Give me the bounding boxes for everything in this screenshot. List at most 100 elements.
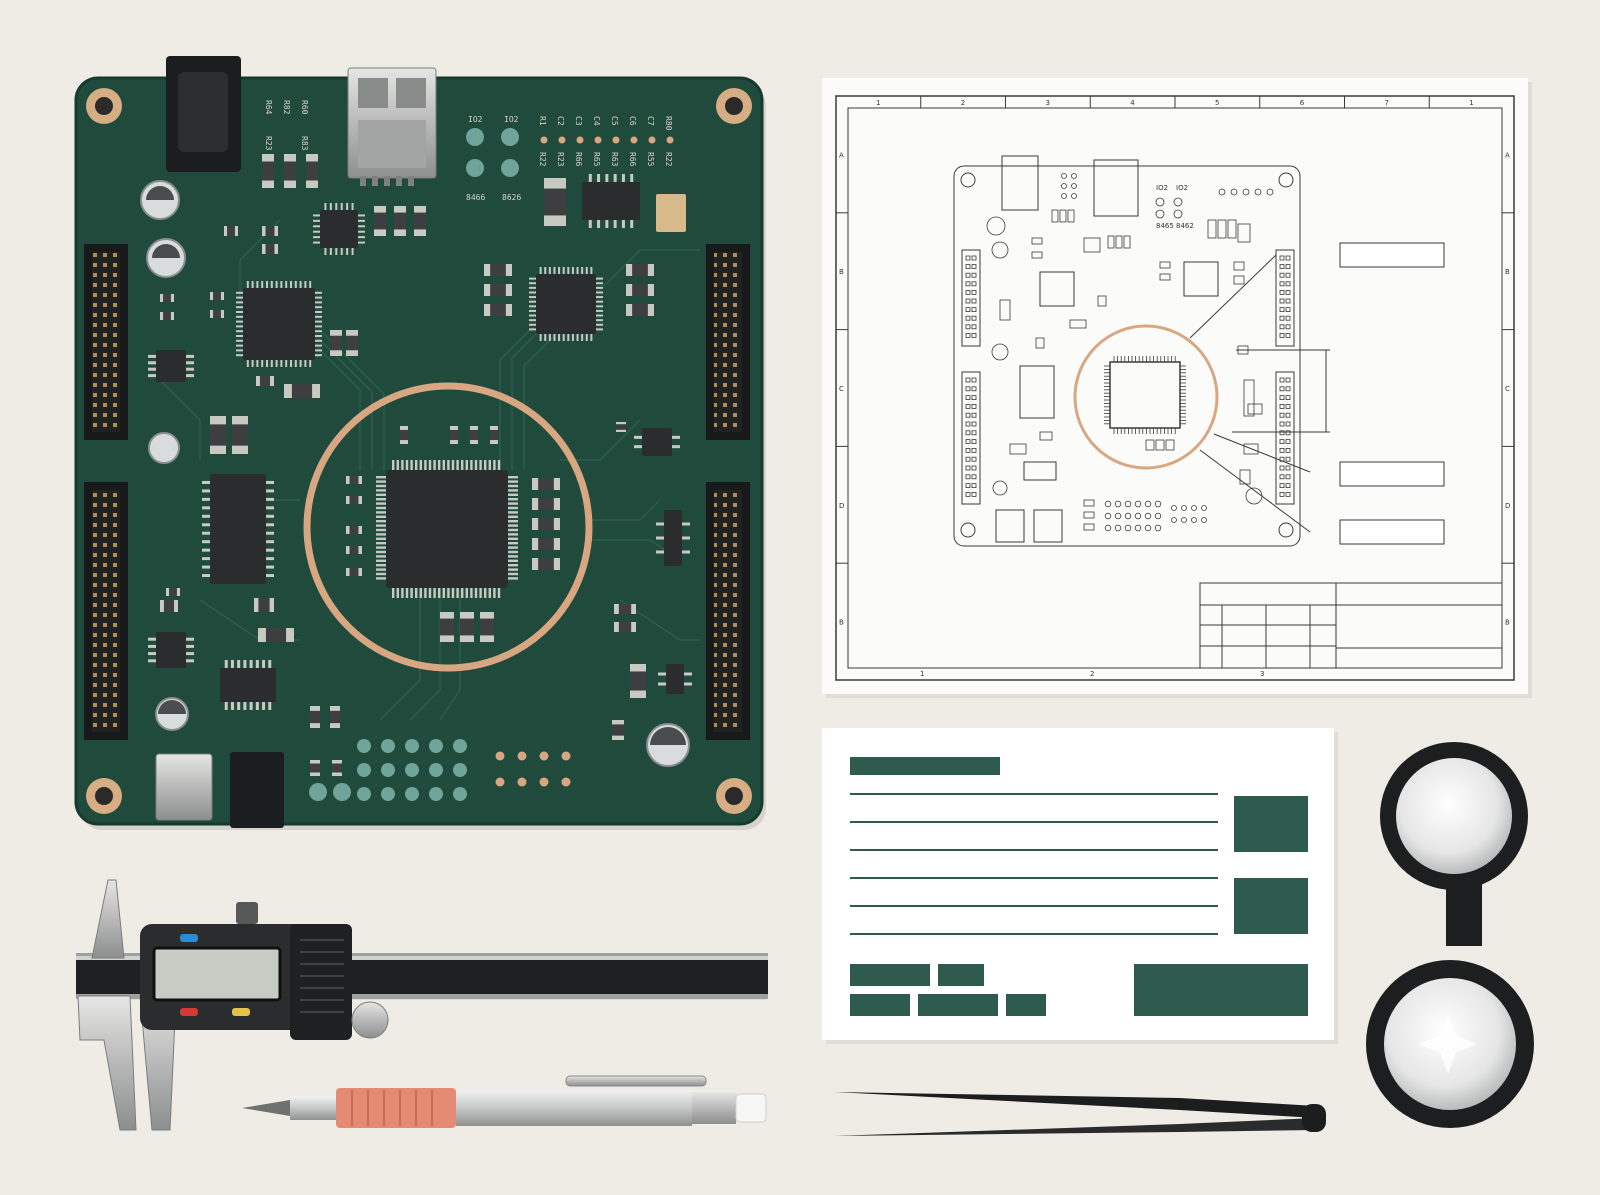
capacitor-icon [140,180,180,220]
resistor-icon [262,244,278,254]
resistor-icon [254,598,274,612]
silk-label: 8626 [502,193,521,202]
caliper-lower-jaw [77,995,137,1131]
mounting-hole-icon [86,778,122,814]
capacitor-icon [148,432,180,464]
drawing-title-block [1199,582,1503,669]
capacitors [140,180,690,767]
pencil-clip [565,1075,707,1087]
resistor-icon [532,558,560,570]
resistor-icon [346,568,362,576]
card-swatch [1234,878,1308,934]
silk-label: R66 [574,152,583,167]
resistor-icon [532,498,560,510]
drawing-label: 1 [876,99,880,107]
soic-chip [658,664,692,694]
pad-array [357,739,571,801]
resistor-icon [224,226,238,236]
soic-chip [220,660,276,710]
mounting-hole-icon [716,778,752,814]
silk-label: R22 [664,152,673,167]
resistor-icon [160,312,174,320]
resistor-icon [346,546,362,554]
resistor-icon [346,496,362,504]
silk-label: C3 [574,116,583,126]
mechanical-pencil [242,1075,767,1128]
silk-label: R60 [300,100,309,115]
pin-header-right-bottom [706,482,750,740]
resistor-icon [284,384,320,398]
qfp-chip [529,267,603,341]
caliper-thumbscrew [236,902,258,924]
resistor-icon [210,416,226,454]
drawing-label: C [1505,385,1510,393]
silk-label: R66 [628,152,637,167]
qfp-chip [313,203,365,255]
resistor-icon [532,518,560,530]
resistor-icon [256,376,274,386]
drawing-label: B [839,619,844,627]
silk-label: R82 [282,100,291,115]
resistor-icon [160,600,178,612]
resistor-icon [330,706,340,728]
caliper-roller [351,1001,389,1039]
silk-label: IO2 [504,115,519,124]
resistor-icon [630,664,646,698]
mounting-hole-icon [86,88,122,124]
drawing-label: B [1505,268,1510,276]
mounting-hole-icon [716,88,752,124]
resistor-icon [414,206,426,236]
drawing-chip-labels: IO2 IO2 8465 8462 [1156,184,1194,230]
resistor-icon [330,330,342,356]
pencil-eraser [735,1093,767,1123]
silk-label: R63 [610,152,619,167]
soic-chip [148,350,194,382]
capacitor-icon [646,723,690,767]
resistor-icon [262,226,278,236]
drawing-callout-boxes [1339,242,1445,545]
silk-label: 8466 [466,193,485,202]
capacitor-icon [155,697,189,731]
spec-card [822,728,1338,1044]
silk-label: C4 [592,116,601,126]
drawing-label: IO2 [1176,184,1188,192]
card-title-bar [850,757,1000,775]
resistor-icon [210,292,224,300]
qfp-chip [236,281,322,367]
tweezers [834,1092,1326,1136]
caliper-display [152,946,282,1002]
resistor-icon [440,612,454,642]
resistor-icon [160,294,174,302]
drawing-label: D [1505,502,1510,510]
resistor-icon [460,612,474,642]
silk-label: C2 [556,116,565,126]
soic-chip [582,174,640,228]
drawing-label: B [839,268,844,276]
resistor-icon [262,154,274,188]
drawing-label: 5 [1215,99,1219,107]
resistor-icon [614,604,636,614]
soic-chip [656,510,690,566]
resistor-icon [626,264,654,276]
silk-label: R80 [664,116,673,131]
card-swatch [1234,796,1308,852]
io-pads [466,128,674,177]
pin-header-left-top [84,244,128,440]
resistor-icon [332,760,342,776]
silk-label: C5 [610,116,619,126]
drawing-sheet [822,78,1528,694]
drawing-label: A [839,151,844,159]
resistor-icon [490,426,498,444]
resistor-icon [346,526,362,534]
drawing-label: 8462 [1176,222,1194,230]
resistor-icon [532,478,560,490]
usb-connector [347,67,437,186]
crystal-icon [656,194,686,232]
drawing-copper-ring [1073,324,1219,470]
drawing-label: C [839,385,844,393]
resistor-icon [544,178,566,226]
drawing-label: 3 [1046,99,1050,107]
silk-label: R23 [264,136,273,151]
